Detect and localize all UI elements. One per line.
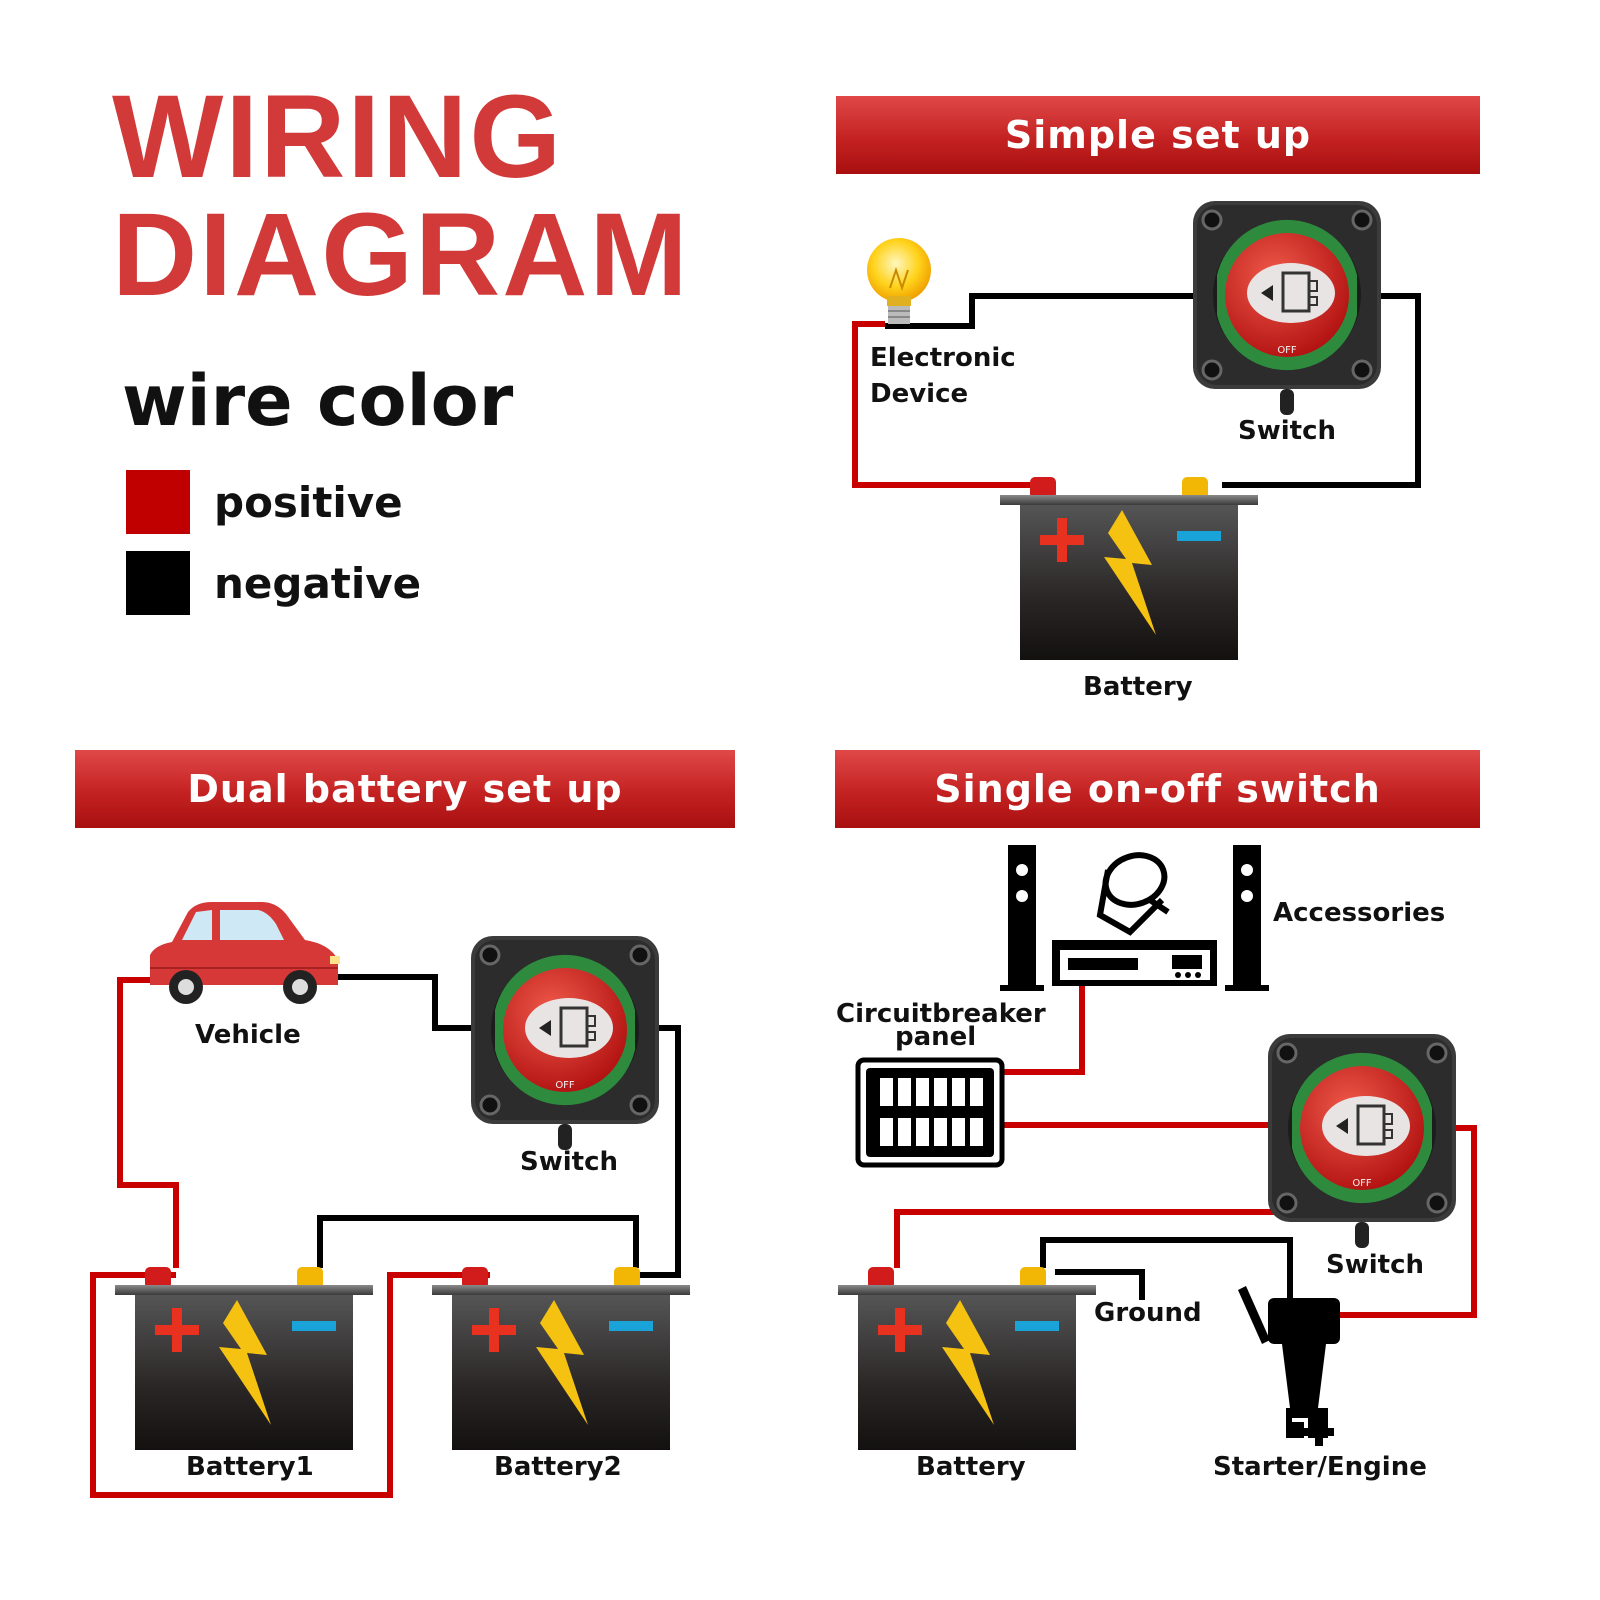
battery-icon xyxy=(1000,477,1258,660)
breaker-label-line-2: panel xyxy=(895,1022,977,1052)
battery1-label: Battery1 xyxy=(186,1452,314,1482)
positive-swatch xyxy=(126,470,190,534)
legend-heading: wire color xyxy=(122,360,514,442)
simple-setup-diagram xyxy=(852,199,1421,660)
single-engine-positive-wire xyxy=(1340,1125,1477,1318)
battery-icon xyxy=(115,1267,373,1450)
car-icon xyxy=(150,902,340,1004)
dual-battery-negative-link-wire xyxy=(317,1215,639,1268)
dual-vehicle-positive-wire xyxy=(117,977,179,1268)
battery2-label: Battery2 xyxy=(494,1452,622,1482)
single-battery-label: Battery xyxy=(916,1452,1026,1482)
light-bulb-icon xyxy=(867,238,931,324)
radio-icon xyxy=(1052,940,1217,986)
speaker-icon xyxy=(1225,845,1269,991)
simple-battery-label: Battery xyxy=(1083,672,1193,702)
breaker-label-line-1: Circuitbreaker xyxy=(836,999,1046,1029)
dual-battery-link-positive-wire xyxy=(90,1272,490,1498)
single-ground-wire xyxy=(1055,1269,1145,1300)
circuit-breaker-panel-icon xyxy=(855,1057,1005,1168)
title-line-2: DIAGRAM xyxy=(112,189,690,321)
battery-switch-icon xyxy=(469,934,661,1152)
single-accessory-positive-wire xyxy=(1003,985,1085,1075)
single-battery-positive-wire xyxy=(894,1209,1275,1268)
negative-swatch xyxy=(126,551,190,615)
dual-battery-diagram xyxy=(90,902,690,1498)
battery-switch-icon xyxy=(1191,199,1383,417)
vehicle-label: Vehicle xyxy=(195,1020,301,1050)
starter-engine-label: Starter/Engine xyxy=(1213,1452,1427,1482)
simple-setup-banner: Simple set up xyxy=(836,96,1480,174)
device-label-line-2: Device xyxy=(870,379,969,409)
ground-label: Ground xyxy=(1094,1298,1202,1328)
accessories-label: Accessories xyxy=(1273,898,1446,928)
battery-icon xyxy=(838,1267,1096,1450)
battery-icon xyxy=(432,1267,690,1450)
single-engine-ground-wire xyxy=(1040,1237,1293,1300)
negative-label: negative xyxy=(214,559,422,608)
battery-switch-icon xyxy=(1266,1032,1458,1250)
single-switch-diagram xyxy=(838,845,1477,1450)
title-line-1: WIRING xyxy=(112,71,564,203)
device-label-line-1: Electronic xyxy=(870,343,1016,373)
simple-device-negative-wire xyxy=(885,293,1200,329)
simple-switch-label: Switch xyxy=(1238,416,1337,446)
dual-battery-banner: Dual battery set up xyxy=(75,750,735,828)
single-switch-label: Switch xyxy=(1326,1250,1425,1280)
simple-switch-negative-wire xyxy=(1222,293,1421,488)
outboard-motor-icon xyxy=(1238,1286,1340,1446)
spotlight-icon xyxy=(1096,852,1170,936)
dual-switch-label: Switch xyxy=(520,1147,619,1177)
single-switch-banner: Single on-off switch xyxy=(835,750,1480,828)
positive-label: positive xyxy=(214,478,403,527)
simple-positive-wire xyxy=(852,321,1054,488)
dual-vehicle-negative-wire xyxy=(338,974,475,1031)
dual-switch-negative-wire xyxy=(640,1025,681,1278)
speaker-icon xyxy=(1000,845,1044,991)
